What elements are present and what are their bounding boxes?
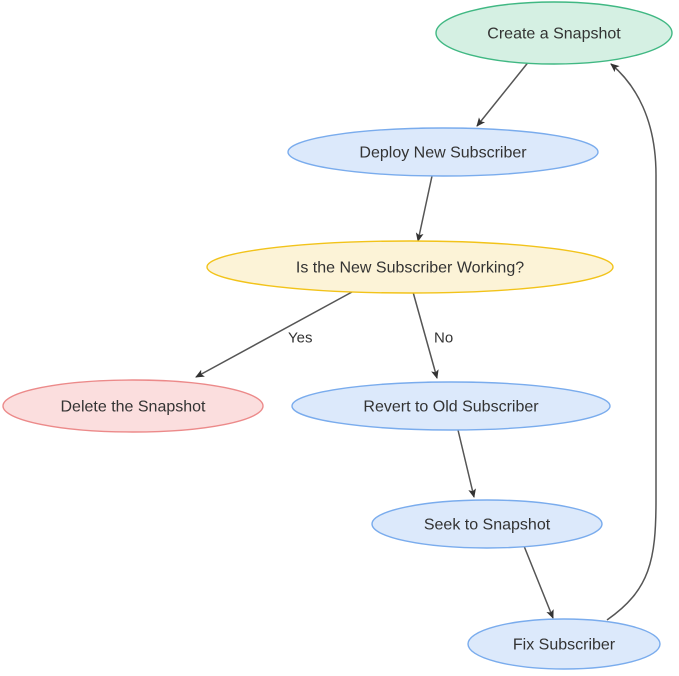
node-label-revert-to-old-subscriber: Revert to Old Subscriber (363, 399, 539, 416)
node-create-snapshot[interactable]: Create a Snapshot (435, 1, 673, 65)
node-shape-create-snapshot[interactable] (435, 1, 673, 65)
node-deploy-new-subscriber[interactable]: Deploy New Subscriber (287, 127, 599, 177)
node-delete-the-snapshot[interactable]: Delete the Snapshot (2, 379, 264, 433)
edge-layer (195, 59, 657, 621)
edge-create-to-deploy (476, 59, 531, 127)
edge-seek-to-fix (523, 545, 554, 619)
node-revert-to-old-subscriber[interactable]: Revert to Old Subscriber (291, 381, 611, 431)
edge-label-layer: Yes No (288, 330, 453, 347)
node-fix-subscriber[interactable]: Fix Subscriber (467, 618, 661, 670)
node-label-seek-to-snapshot: Seek to Snapshot (424, 517, 551, 534)
node-label-delete-the-snapshot: Delete the Snapshot (61, 399, 207, 416)
edge-label-no: No (434, 330, 453, 347)
node-label-deploy-new-subscriber: Deploy New Subscriber (359, 145, 527, 162)
node-shape-is-new-subscriber-working[interactable] (206, 240, 614, 294)
node-shape-seek-to-snapshot[interactable] (371, 499, 603, 549)
edge-deploy-to-decision (415, 175, 433, 242)
node-label-is-new-subscriber-working: Is the New Subscriber Working? (296, 260, 524, 277)
node-shape-deploy-new-subscriber[interactable] (287, 127, 599, 177)
node-seek-to-snapshot[interactable]: Seek to Snapshot (371, 499, 603, 549)
edge-revert-to-seek (457, 429, 476, 498)
edge-fix-to-create (606, 63, 657, 621)
node-label-fix-subscriber: Fix Subscriber (513, 637, 616, 654)
edge-label-yes: Yes (288, 330, 312, 347)
node-shape-revert-to-old-subscriber[interactable] (291, 381, 611, 431)
node-is-new-subscriber-working[interactable]: Is the New Subscriber Working? (206, 240, 614, 294)
edge-decision-yes-to-delete (195, 291, 353, 378)
node-shape-delete-the-snapshot[interactable] (2, 379, 264, 433)
edge-decision-no-to-revert (412, 291, 439, 379)
node-label-create-snapshot: Create a Snapshot (487, 26, 621, 43)
node-shape-fix-subscriber[interactable] (467, 618, 661, 670)
